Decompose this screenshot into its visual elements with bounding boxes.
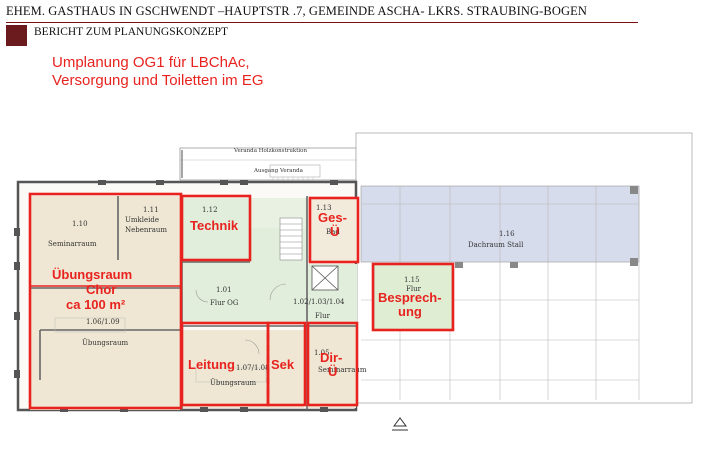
planning-note-line-2: Versorgung und Toiletten im EG: [52, 72, 264, 89]
room-name-1-02: Flur: [315, 312, 331, 320]
room-number-1-16: 1.16: [499, 230, 515, 238]
annotation-uebungsraum-1: Übungsraum: [52, 267, 132, 282]
document-title: EHEM. GASTHAUS IN GSCHWENDT –HAUPTSTR .7…: [6, 4, 587, 18]
room-name-1-07: Übungsraum: [210, 378, 256, 387]
room-number-1-12: 1.12: [202, 206, 218, 214]
annotation-besprechung-1: Besprech-: [378, 290, 442, 305]
header-accent-square: [6, 25, 27, 46]
annotation-uebungsraum-3: ca 100 m²: [66, 297, 126, 312]
room-number-1-13: 1.13: [316, 204, 332, 212]
room-name-1-16: Dachraum Stall: [468, 241, 524, 249]
main-building: [14, 180, 358, 412]
room-name-1-11: Umkleide: [125, 216, 159, 224]
room-number-1-02: 1.02/1.03/1.04: [293, 298, 345, 306]
annotation-dir-2: Ü: [328, 364, 337, 379]
elevator-shaft: [311, 265, 339, 291]
markup-dir: [306, 321, 359, 407]
room-labels: 1.10 Seminarraum 1.11 Umkleide Nebenraum…: [48, 204, 524, 387]
red-markups: [28, 192, 455, 410]
annotation-sek: Sek: [271, 357, 295, 372]
markup-technik: [180, 194, 252, 262]
room-number-1-11: 1.11: [143, 206, 159, 214]
markup-sek: [266, 321, 307, 407]
header-rule: [6, 22, 638, 23]
room-number-1-06: 1.06/1.09: [86, 318, 120, 326]
annotation-ges-2: Ü: [330, 224, 339, 239]
planning-note: Umplanung OG1 für LBChAc, Versorgung und…: [52, 54, 352, 90]
room-name-1-13: Bad: [326, 228, 340, 236]
room-number-1-10: 1.10: [72, 220, 88, 228]
document-subtitle: BERICHT ZUM PLANUNGSKONZEPT: [34, 26, 229, 38]
stall-area: [355, 132, 693, 404]
annotation-leitung: Leitung: [188, 357, 235, 372]
room-number-1-05: 1.05: [314, 349, 330, 357]
room-number-1-15: 1.15: [404, 276, 420, 284]
annotation-technik: Technik: [190, 218, 239, 233]
north-arrow-icon: [392, 417, 408, 431]
room-name-1-11b: Nebenraum: [125, 226, 167, 234]
room-name-1-01: Flur OG: [210, 299, 239, 307]
annotation-ges-1: Ges-: [318, 210, 347, 225]
veranda-label: Veranda Holzkonstruktion: [233, 148, 307, 154]
annotation-uebungsraum-2: Chor: [86, 282, 116, 297]
staircase: [279, 217, 303, 261]
red-annotations: Übungsraum Chor ca 100 m² Technik Ges- Ü…: [52, 210, 442, 379]
room-name-1-15: Flur: [406, 285, 422, 293]
planning-note-line-1: Umplanung OG1 für LBChAc,: [52, 54, 250, 71]
markup-besprechung: [371, 262, 455, 332]
annotation-dir-1: Dir-: [320, 350, 342, 365]
room-name-1-10: Seminarraum: [48, 240, 97, 248]
annotation-besprechung-2: ung: [398, 304, 422, 319]
markup-ges: [308, 196, 360, 264]
room-number-1-01: 1.01: [216, 286, 232, 294]
room-name-1-06: Übungsraum: [82, 338, 128, 347]
ausgang-label: Ausgang Veranda: [253, 168, 304, 174]
room-name-1-05: Seminarraum: [318, 366, 367, 374]
markup-uebungsraum: [28, 192, 183, 410]
room-number-1-07: 1.07/1.08: [236, 364, 270, 372]
